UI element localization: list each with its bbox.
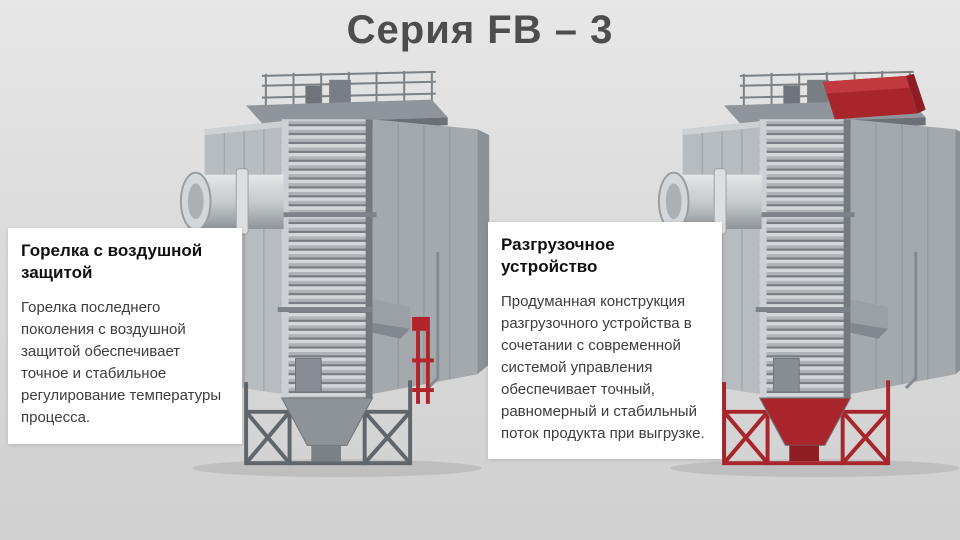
callout-burner-heading: Горелка с воздушной защитой bbox=[21, 241, 203, 283]
callout-unloader: Разгрузочное устройство Продуманная конс… bbox=[488, 222, 722, 460]
callout-burner-body: Горелка последнего поколения с воздушной… bbox=[21, 299, 222, 426]
callout-unloader-body: Продуманная конструкция разгрузочного ус… bbox=[501, 293, 705, 442]
callout-burner: Горелка с воздушной защитой Горелка посл… bbox=[8, 228, 242, 444]
slide-title: Серия FB – 3 bbox=[346, 8, 614, 52]
callout-unloader-heading: Разгрузочное устройство bbox=[501, 235, 615, 277]
